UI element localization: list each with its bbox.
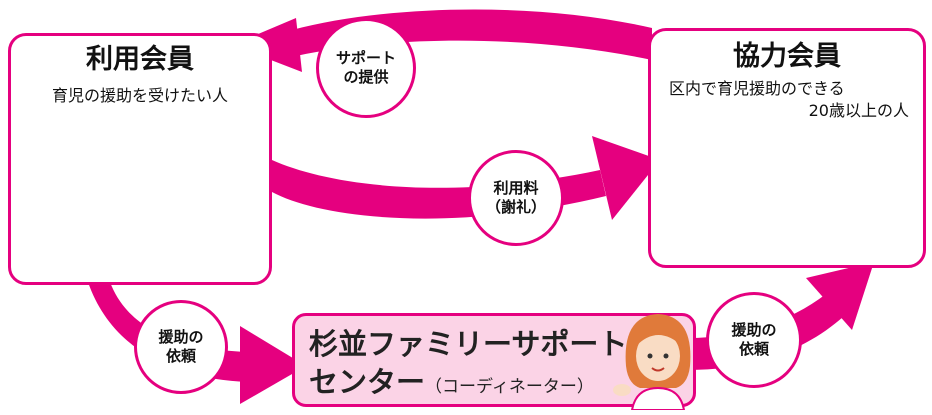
usage-fee-line1: 利用料: [493, 178, 539, 197]
support-provision-line1: サポート: [335, 48, 396, 67]
user-member-title: 利用会員: [86, 44, 194, 75]
arrow-support-provision: [232, 9, 652, 72]
request-left-label: 援助の 依頼: [134, 300, 228, 394]
support-center-name: 杉並ファミリーサポート: [309, 327, 628, 361]
cooperating-member-description-line1: 区内で育児援助のできる: [669, 79, 845, 98]
cooperating-member-title: 協力会員: [733, 41, 841, 72]
user-member-description: 育児の援助を受けたい人: [51, 86, 228, 105]
arrow-usage-fee: [272, 136, 660, 220]
support-provision-label: サポート の提供: [316, 18, 416, 118]
usage-fee-line2: （謝礼）: [485, 198, 546, 216]
user-member-box: 利用会員 育児の援助を受けたい人: [8, 33, 272, 285]
usage-fee-label: 利用料 （謝礼）: [468, 150, 564, 246]
request-right-line1: 援助の: [731, 320, 777, 339]
request-left-line2: 依頼: [165, 347, 196, 365]
request-right-label: 援助の 依頼: [706, 292, 802, 388]
support-center-center-word: センター: [309, 365, 426, 399]
cooperating-member-box: 協力会員 区内で育児援助のできる 20歳以上の人: [648, 28, 926, 268]
request-left-line1: 援助の: [158, 327, 204, 346]
support-center-coordinator: （コーディネーター）: [425, 377, 594, 397]
request-right-line2: 依頼: [738, 340, 769, 358]
coordinator-illustration: [613, 314, 691, 410]
support-provision-line2: の提供: [343, 68, 389, 86]
support-center-name-line2: センター（コーディネーター）: [309, 368, 594, 397]
cooperating-member-description-line2: 20歳以上の人: [808, 101, 909, 120]
